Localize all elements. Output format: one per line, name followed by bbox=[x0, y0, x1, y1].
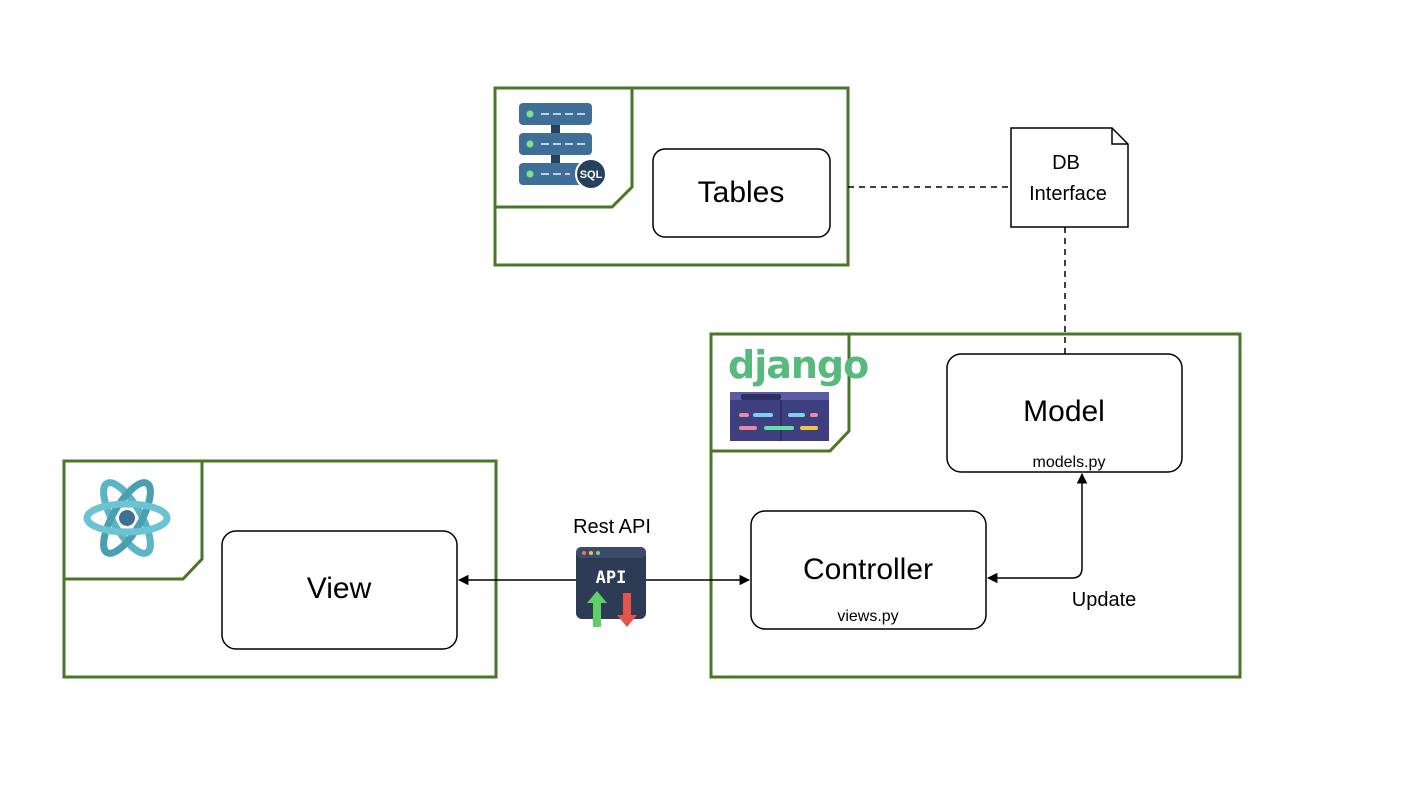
controller-model-update-edge bbox=[986, 472, 1088, 584]
django-frame bbox=[709, 332, 1242, 679]
database-frame bbox=[493, 86, 850, 267]
django-logo: django bbox=[728, 343, 868, 387]
controller-node[interactable]: Controller views.py bbox=[750, 510, 987, 630]
react-atom-icon bbox=[83, 479, 171, 557]
db-interface-label-line2: Interface bbox=[1029, 183, 1107, 205]
view-node[interactable]: View bbox=[221, 530, 458, 650]
controller-label: Controller bbox=[803, 553, 933, 586]
tables-label: Tables bbox=[698, 176, 785, 209]
model-label: Model bbox=[1023, 395, 1105, 428]
view-label: View bbox=[307, 572, 372, 605]
controller-sublabel: views.py bbox=[837, 608, 898, 625]
model-node[interactable]: Model models.py bbox=[946, 353, 1183, 473]
api-icon: API bbox=[576, 547, 646, 627]
sql-badge: SQL bbox=[580, 169, 603, 181]
rest-api-edge-label: Rest API bbox=[573, 516, 651, 538]
database-server-icon: SQL bbox=[519, 103, 607, 190]
db-interface-note[interactable]: DB Interface bbox=[1010, 127, 1129, 228]
api-badge: API bbox=[596, 568, 627, 588]
update-edge-label: Update bbox=[1072, 589, 1137, 611]
model-sublabel: models.py bbox=[1033, 454, 1106, 471]
db-interface-label-line1: DB bbox=[1052, 152, 1080, 174]
react-frame bbox=[62, 459, 498, 679]
code-editor-icon bbox=[730, 392, 829, 441]
tables-node[interactable]: Tables bbox=[652, 148, 831, 238]
